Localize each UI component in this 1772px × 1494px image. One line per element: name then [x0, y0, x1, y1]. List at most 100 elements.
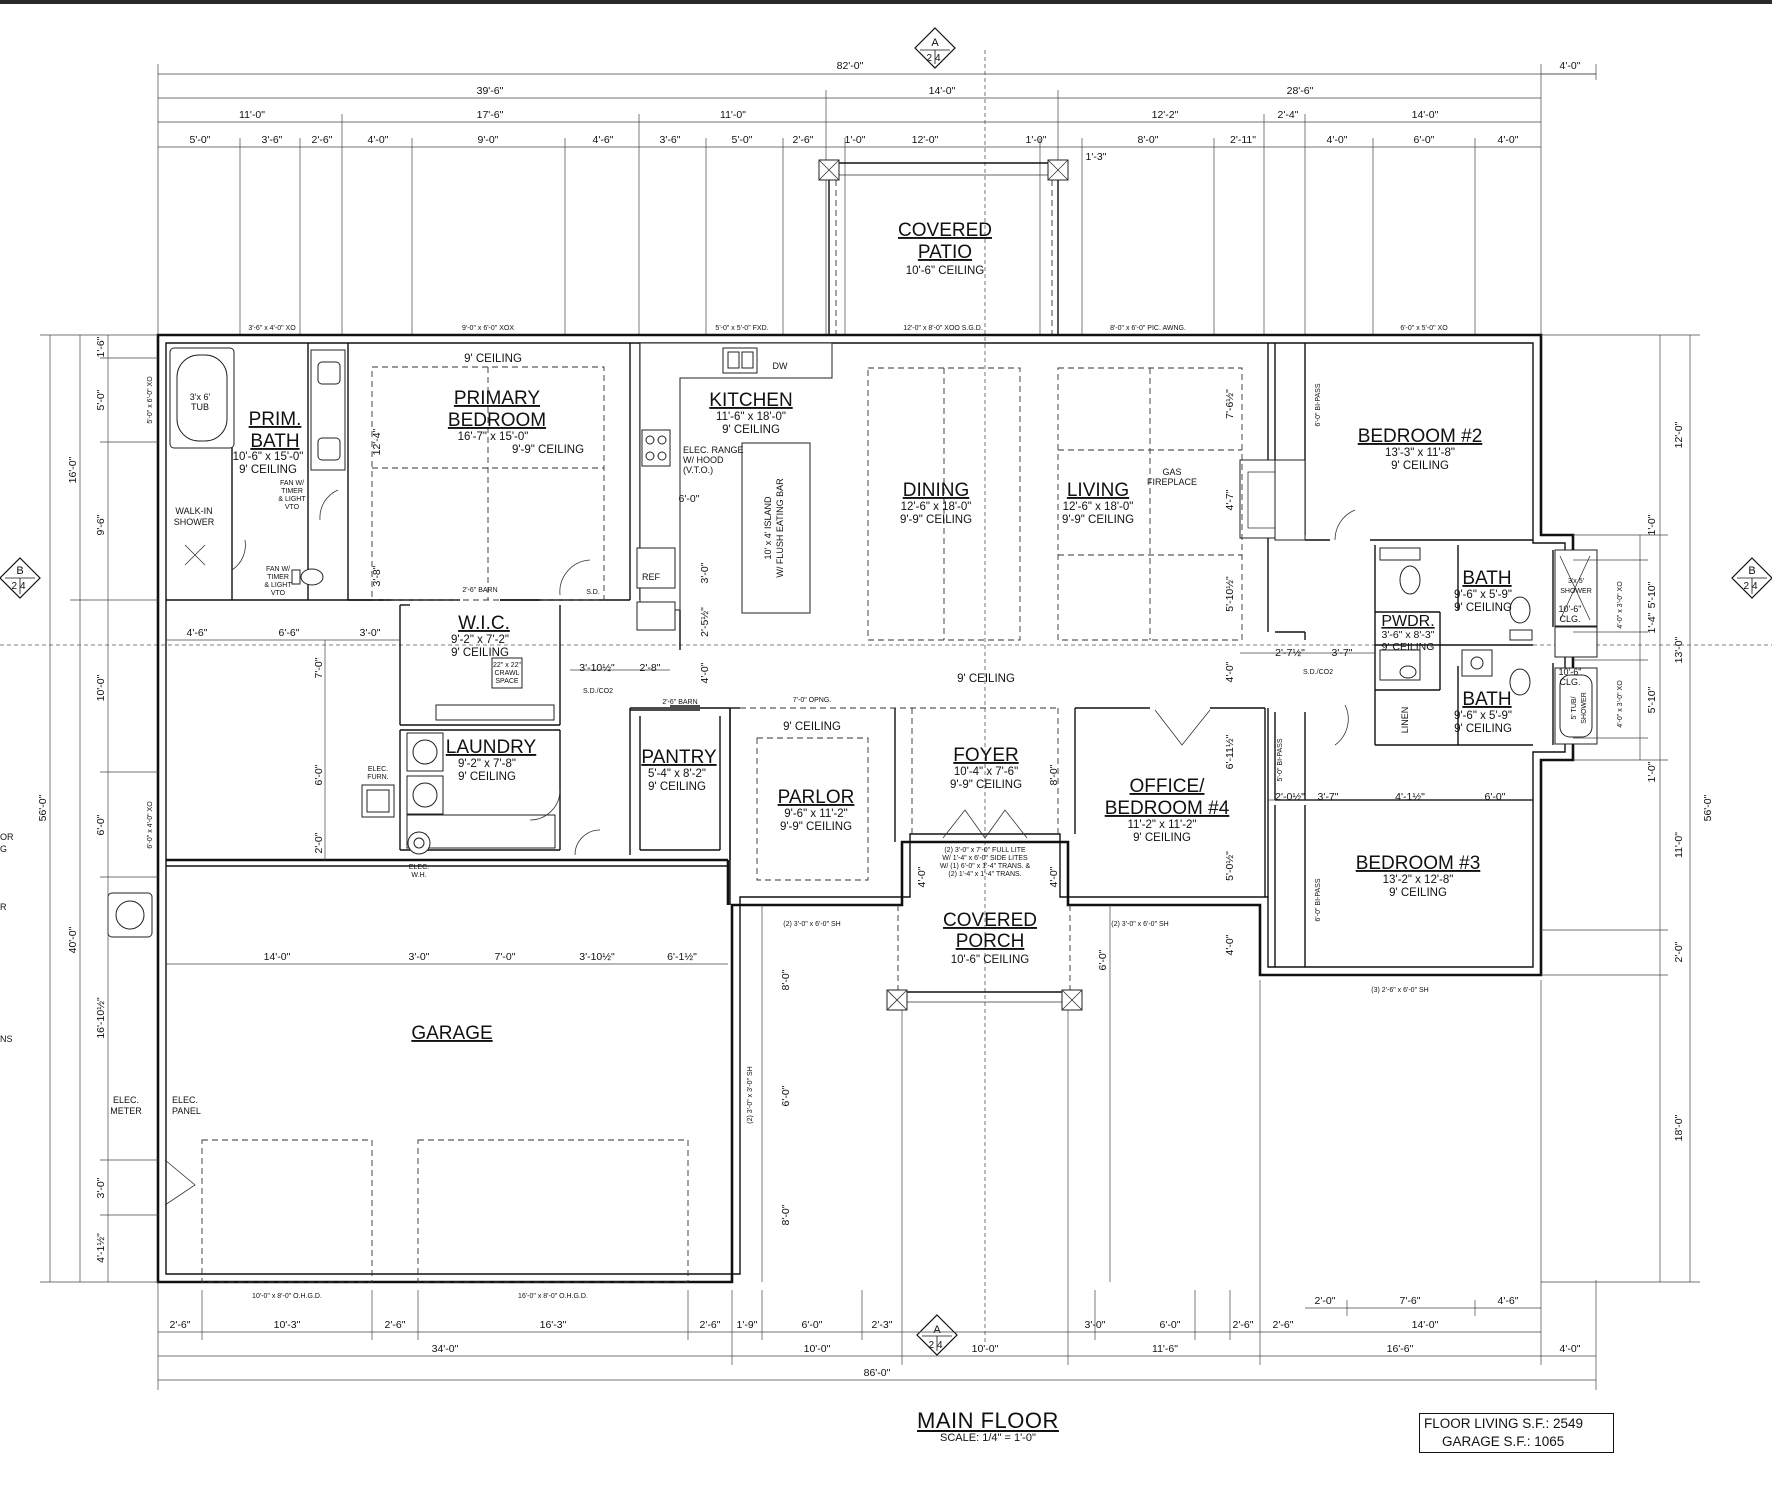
dim-bottom-right: 7'-6"	[1400, 1295, 1421, 1307]
room-name: COVERED	[898, 220, 992, 241]
dim-interior: 2'-5½"	[699, 607, 711, 637]
dim-right-r3: 5'-10"	[1646, 686, 1658, 713]
note-dw: DW	[773, 361, 788, 371]
dim-bottom-r1: 6'-0"	[802, 1319, 823, 1331]
note-crawl: CRAWL	[494, 670, 519, 677]
dim-bottom-right: 4'-6"	[1498, 1295, 1519, 1307]
dim-right-r2: 11'-0"	[1673, 832, 1685, 858]
dim-top-r4: 3'-6"	[262, 134, 283, 146]
dim-right-r3: 1'-4"	[1646, 612, 1658, 633]
drawing-scale: SCALE: 1/4" = 1'-0"	[940, 1432, 1036, 1444]
dim-interior: 3'-0"	[699, 562, 711, 583]
dim-bottom-overall: 86'-0"	[864, 1367, 891, 1379]
hall-ceiling: 9' CEILING	[957, 673, 1015, 685]
dim-bottom-r1: 2'-6"	[700, 1319, 721, 1331]
room-size: 9'-6" x 5'-9"	[1454, 710, 1512, 722]
dim-interior: 8'-0"	[780, 969, 792, 990]
room-name: BEDROOM #2	[1358, 426, 1483, 447]
dim-bottom-r1: 2'-6"	[1273, 1319, 1294, 1331]
note-fan: VTO	[271, 590, 286, 597]
note-fan: FAN W/	[280, 480, 304, 487]
note-sdco2: S.D./CO2	[1303, 669, 1333, 676]
marker-sheet: 24	[11, 581, 28, 592]
room-ceiling: 9' CEILING	[648, 781, 706, 793]
note-entry-door: (2) 1'-4" x 1'-4" TRANS.	[948, 871, 1021, 878]
dim-left-r3: 16'-10½"	[95, 997, 107, 1039]
dim-interior: 4'-0"	[916, 866, 928, 887]
dim-left-r3: 4'-1½"	[95, 1233, 107, 1263]
section-marker-b-left: B 24	[0, 557, 41, 599]
top-dimensions	[157, 64, 1597, 335]
marker-letter: B	[1748, 565, 1755, 577]
dim-top-r4: 1'-0"	[845, 134, 866, 146]
dim-top-r4: 8'-0"	[1138, 134, 1159, 146]
dim-interior: 4'-0"	[699, 662, 711, 683]
window-tag: 5'-0" x 6'-0" XO	[147, 376, 154, 424]
dim-hall: 6'-6"	[279, 627, 300, 639]
dim-left-r3: 3'-0"	[95, 1177, 107, 1198]
section-marker-a-bottom: A 24	[916, 1314, 958, 1356]
dim-top-r4: 4'-0"	[1498, 134, 1519, 146]
note-bipass: 5'-0" BI-PASS	[1277, 738, 1284, 781]
room-size: 10'-6" x 15'-0"	[233, 451, 304, 463]
note-fan: & LIGHT	[264, 582, 292, 589]
note-entry-door: W/ (1) 6'-0" x 1'-4" TRANS. &	[940, 863, 1031, 870]
note-meter: METER	[110, 1106, 142, 1116]
garage-door-tag: 10'-0" x 8'-0" O.H.G.D.	[252, 1293, 322, 1300]
room-ceiling: 9' CEILING	[464, 353, 522, 365]
dim-interior: 4'-0"	[1224, 661, 1236, 682]
dim-top-r4: 9'-0"	[478, 134, 499, 146]
dim-garage: 6'-1½"	[667, 951, 697, 963]
note-sd: S.D.	[586, 589, 600, 596]
room-name: PORCH	[956, 931, 1025, 952]
note-fan: TIMER	[267, 574, 289, 581]
window-tag: 3'-6" x 4'-0" XO	[248, 325, 296, 332]
sheet-top-border	[0, 0, 1772, 4]
dim-interior: 3'-10½"	[579, 662, 615, 674]
dim-interior: 3'-8"	[371, 565, 383, 586]
room-ceiling: 9' CEILING	[1454, 723, 1512, 735]
dim-top-r4: 12'-0"	[912, 134, 939, 146]
room-name: BATH	[1462, 568, 1511, 589]
room-ceiling: 9' CEILING	[451, 647, 509, 659]
note-entry-door: (2) 3'-0" x 7'-0" FULL LITE	[944, 847, 1026, 854]
room-name: FOYER	[953, 745, 1018, 766]
room-name: DINING	[903, 480, 970, 501]
cut-off-text: R	[0, 902, 7, 912]
note-panel: ELEC.	[172, 1095, 198, 1105]
note-fireplace: GAS	[1162, 467, 1181, 477]
note-bipass: 6'-0" BI-PASS	[1315, 878, 1322, 921]
window-tag: 5'-0" x 5'-0" FXD.	[715, 325, 768, 332]
section-marker-a-top: A 24	[914, 27, 956, 69]
dim-bottom-r2: 34'-0"	[432, 1343, 459, 1355]
dim-left-r2: 40'-0"	[67, 926, 79, 953]
dim-left-r3: 10'-0"	[95, 674, 107, 701]
dim-garage: 14'-0"	[264, 951, 291, 963]
note-fireplace: FIREPLACE	[1147, 477, 1197, 487]
note-wh: W.H.	[411, 872, 426, 879]
dim-interior: 4'-7"	[1224, 489, 1236, 510]
note-barn: 2'-6" BARN	[462, 587, 497, 594]
room-ceiling: 9'-9" CEILING	[950, 779, 1022, 791]
cut-off-text: OR	[0, 832, 14, 842]
note-clg: 10'-6"	[1559, 604, 1582, 614]
note-sdco2: S.D./CO2	[583, 688, 613, 695]
dim-bottom-r1: 1'-9"	[737, 1319, 758, 1331]
dim-bottom-r2: 16'-6"	[1387, 1343, 1414, 1355]
bottom-dimensions	[157, 980, 1597, 1390]
room-name: BEDROOM #3	[1356, 853, 1481, 874]
fixtures	[107, 342, 1598, 1283]
note-opening: 7'-0" OPNG.	[793, 697, 831, 704]
window-tag: 4'-0" x 3'-0" XO	[1617, 680, 1624, 728]
dim-bottom-r2: 10'-0"	[804, 1343, 831, 1355]
dim-hall: 3'-0"	[360, 627, 381, 639]
dim-top-r4: 6'-0"	[1414, 134, 1435, 146]
dim-garage: 3'-10½"	[579, 951, 615, 963]
dim-interior: 6'-11½"	[1224, 734, 1236, 769]
room-ceiling: 9' CEILING	[722, 424, 780, 436]
window-tag: 9'-0" x 6'-0" XOX	[462, 325, 514, 332]
dim-bottom-r1: 2'-6"	[385, 1319, 406, 1331]
room-size: 9'-6" x 11'-2"	[784, 808, 847, 820]
dim-interior: 12'-4"	[371, 428, 383, 455]
room-name: BATH	[1462, 689, 1511, 710]
